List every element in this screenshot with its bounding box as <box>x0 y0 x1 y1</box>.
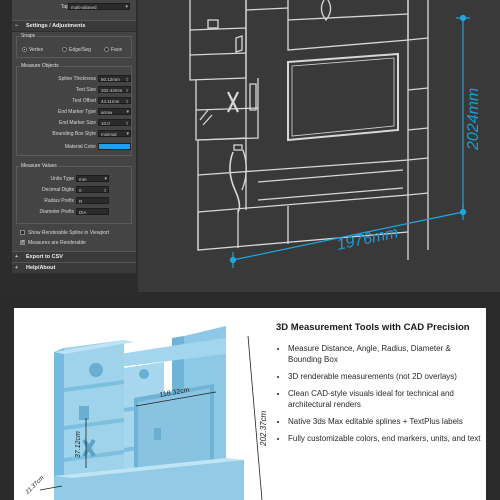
cabinet-render <box>54 326 244 500</box>
dimension-lines <box>39 335 263 500</box>
spline-thickness-input[interactable]: 50,12mm <box>98 75 131 82</box>
snap-vertex-label: Vertex <box>29 47 44 53</box>
feature-item: Clean CAD-style visuals ideal for techni… <box>288 388 481 410</box>
snap-vertex-radio[interactable] <box>22 47 27 52</box>
measure-objects-title: Measure Objects <box>20 63 60 69</box>
snap-edge-label: Edge/Seg <box>69 47 91 53</box>
width-dimension-label: 1976mm <box>335 224 399 254</box>
snap-face-radio[interactable] <box>104 47 109 52</box>
spline-thickness-label: Spline Thickness <box>58 76 96 82</box>
diameter-prefix-label: Diameter Prefix <box>39 209 74 215</box>
diameter-prefix-row: Diameter Prefix DIA <box>12 207 136 216</box>
expand-icon: + <box>15 254 19 260</box>
units-type-label: Units Type <box>50 176 74 182</box>
bounding-box-style-select[interactable]: minimal <box>98 130 131 137</box>
units-type-row: Units Type mm <box>12 174 136 183</box>
radius-prefix-label: Radius Prefix <box>44 198 74 204</box>
units-type-select[interactable]: mm <box>76 175 109 182</box>
tv-unit-wireframe: 1976mm 2024mm <box>189 0 482 268</box>
cabinet-lines <box>189 0 429 260</box>
text-size-input[interactable]: 202,43mm <box>98 86 131 93</box>
feature-item: 3D renderable measurements (not 2D overl… <box>288 371 481 382</box>
measure-values-title: Measure Values <box>20 163 58 169</box>
blue-tv-unit-render: 118.32cm 202.37cm 37.12cm 21.37cm <box>24 326 268 500</box>
height-dimension-label: 2024mm <box>465 88 482 151</box>
measure-values-group <box>16 166 132 224</box>
bounding-box-style-row: Bounding Box Style minimal <box>12 129 136 138</box>
left-dimension-label: 37.12cm <box>75 431 82 458</box>
expand-icon: + <box>15 265 19 271</box>
end-marker-size-label: End Marker Size <box>59 120 96 126</box>
settings-rollout-header[interactable]: − Settings / Adjustments <box>12 20 136 32</box>
decimal-digits-label: Decimal Digits <box>42 187 74 193</box>
bottom-dimension-label: 21.37cm <box>24 475 45 496</box>
measure-tool-panel: Tape Tool Mode multi-aligned − Settings … <box>12 0 136 274</box>
feature-list: Measure Distance, Angle, Radius, Diamete… <box>276 343 481 444</box>
feature-item: Native 3ds Max editable splines + TextPl… <box>288 416 481 427</box>
radius-prefix-input[interactable]: R <box>76 197 109 204</box>
tape-tool-mode-row: Tape Tool Mode multi-aligned <box>12 2 136 11</box>
snaps-group <box>16 36 132 58</box>
text-offset-input[interactable]: 44,11mm <box>98 97 131 104</box>
export-rollout-title: Export to CSV <box>26 254 63 260</box>
snaps-title: Snaps <box>20 33 37 39</box>
end-marker-type-label: End Marker Type <box>58 109 96 115</box>
show-renderable-checkbox[interactable] <box>20 230 25 235</box>
material-color-row: Material Color <box>12 142 136 151</box>
show-renderable-label: Show Renderable Spline in Viewport <box>28 230 110 236</box>
decimal-digits-row: Decimal Digits 0 <box>12 185 136 194</box>
application-area: Tape Tool Mode multi-aligned − Settings … <box>0 0 500 292</box>
end-marker-type-select[interactable]: arrow <box>98 108 131 115</box>
end-marker-size-input[interactable]: 10,0 <box>98 119 131 126</box>
measure-objects-group <box>16 66 132 156</box>
feature-item: Fully customizable colors, end markers, … <box>288 433 481 444</box>
decimal-digits-input[interactable]: 0 <box>76 186 109 193</box>
end-marker-size-row: End Marker Size 10,0 <box>12 118 136 127</box>
end-marker-type-row: End Marker Type arrow <box>12 107 136 116</box>
measures-renderable-label: Measures are Renderable <box>28 240 86 246</box>
height-dimension-label: 202.37cm <box>259 411 268 447</box>
collapse-icon: − <box>15 23 19 29</box>
feature-item: Measure Distance, Angle, Radius, Diamete… <box>288 343 481 365</box>
text-offset-label: Text Offset <box>72 98 96 104</box>
promo-text: 3D Measurement Tools with CAD Precision … <box>276 322 481 450</box>
help-rollout-title: Help/About <box>26 265 56 271</box>
help-rollout-header[interactable]: + Help/About <box>12 262 136 274</box>
dimension-lines <box>229 14 470 268</box>
material-color-label: Material Color <box>64 144 96 150</box>
material-color-swatch[interactable] <box>98 143 131 150</box>
text-size-row: Text Size 202,43mm <box>12 85 136 94</box>
text-offset-row: Text Offset 44,11mm <box>12 96 136 105</box>
diameter-prefix-input[interactable]: DIA <box>76 208 109 215</box>
viewport-3d[interactable]: 1976mm 2024mm <box>138 0 500 292</box>
snap-face-label: Face <box>111 47 123 53</box>
radius-prefix-row: Radius Prefix R <box>12 196 136 205</box>
spline-thickness-row: Spline Thickness 50,12mm <box>12 74 136 83</box>
promo-card: 118.32cm 202.37cm 37.12cm 21.37cm 3D Mea… <box>14 308 486 500</box>
settings-rollout-title: Settings / Adjustments <box>26 23 86 29</box>
snap-edge-radio[interactable] <box>62 47 67 52</box>
bounding-box-style-label: Bounding Box Style <box>52 131 96 137</box>
measures-renderable-checkbox[interactable] <box>20 239 25 245</box>
promo-title: 3D Measurement Tools with CAD Precision <box>276 322 470 333</box>
text-size-label: Text Size <box>75 87 96 93</box>
tape-tool-mode-select[interactable]: multi-aligned <box>68 3 130 10</box>
